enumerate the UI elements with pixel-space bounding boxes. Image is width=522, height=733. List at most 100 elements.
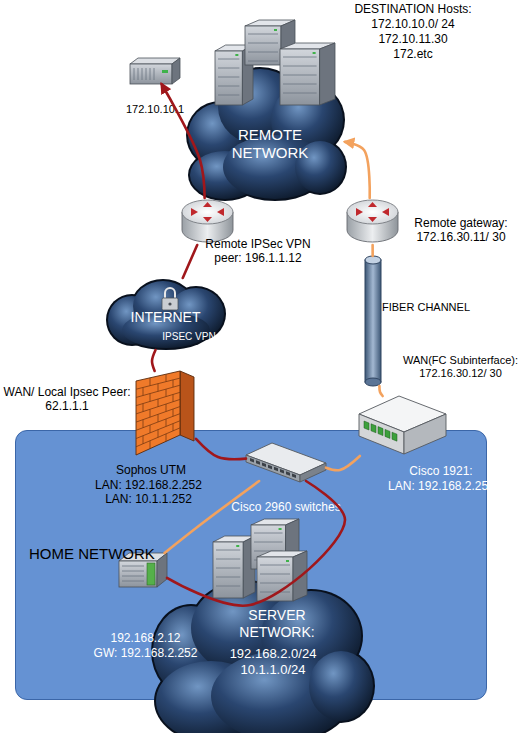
server-slot (248, 52, 278, 53)
brick-joint (173, 380, 174, 387)
router-icon: WAN(FC Subinterface): 172.16.30.12/ 30Ci… (359, 396, 446, 456)
server-front (257, 557, 293, 601)
fiber-link: FIBER CHANNEL (365, 256, 381, 386)
brick-joint (158, 414, 159, 422)
node-label: INTERNET (118, 309, 213, 326)
server-grille (138, 68, 139, 80)
status-led (236, 545, 239, 547)
tube-end (365, 256, 381, 264)
switch-port (286, 471, 290, 476)
status-led (274, 29, 277, 31)
server-slot (216, 577, 240, 578)
server-slot (216, 568, 240, 569)
server-slot (218, 68, 239, 69)
traffic-path (152, 350, 156, 371)
brick-joint (173, 394, 174, 401)
node-label: IPSEC VPN (150, 331, 228, 343)
server-slot (218, 86, 239, 87)
server-slot (216, 550, 240, 551)
tube-body (365, 260, 381, 382)
brick-joint (143, 404, 144, 412)
node-label: Sophos UTM (96, 463, 206, 477)
wall-front (136, 371, 180, 455)
server-panel (147, 563, 155, 585)
server-slot (218, 59, 239, 60)
port-module (371, 424, 376, 433)
server-slot (216, 559, 240, 560)
brick-joint (166, 419, 167, 426)
node-label: 172.10.10.1 (115, 103, 195, 116)
server-grille (134, 68, 135, 80)
node-outline (246, 441, 326, 481)
chassis-front (359, 414, 404, 454)
wall-side (180, 371, 194, 441)
server-slot (260, 592, 290, 593)
network-zone: HOME NETWORKWAN/ Local Ipsec Peer: 62.1.… (15, 430, 487, 700)
node-outline (130, 58, 180, 84)
port-module (392, 432, 397, 441)
brick-joint (166, 389, 167, 396)
host-list-label: 172.10.10.0/ 24 (345, 17, 481, 31)
node-label: 192.168.2.0/24 10.1.1.0/24 (213, 646, 333, 677)
server-grille (150, 68, 151, 80)
node-outline (136, 371, 196, 457)
server-slot (260, 574, 290, 575)
server-grille (142, 68, 143, 80)
server-side (157, 553, 167, 587)
brick-joint (150, 394, 151, 402)
router-arrow (191, 208, 198, 216)
brick-joint (143, 387, 144, 395)
brick-joint (150, 378, 151, 386)
server-side (293, 551, 307, 601)
server-slot (122, 571, 144, 572)
brick-joint (166, 434, 167, 441)
status-led (286, 560, 289, 562)
brick-joint (143, 436, 144, 444)
node-outline (365, 256, 381, 386)
port-module (364, 421, 369, 430)
server-front (280, 49, 320, 105)
server-slot (216, 586, 240, 587)
tube-end (365, 378, 381, 386)
traffic-path (379, 386, 382, 396)
server-slot (260, 565, 290, 566)
router-arrow (382, 208, 389, 216)
router-icon: Remote gateway: 172.16.30.11/ 30 (345, 198, 400, 245)
server-grille (154, 68, 155, 80)
cloud-puff (309, 651, 373, 721)
server-front (245, 26, 281, 65)
traffic-path (183, 245, 197, 278)
server-front (213, 542, 243, 598)
node-outline (359, 396, 446, 456)
brick-joint (173, 424, 174, 431)
server-slot (254, 542, 283, 543)
node-label: REMOTE NETWORK (215, 126, 325, 162)
node-label: WAN/ Local Ipsec Peer: 62.1.1.1 (1, 385, 133, 414)
node-label: LAN: 192.168.2.250 (384, 479, 499, 493)
router-icon: Remote IPSec VPN peer: 196.1.1.12 (180, 198, 235, 245)
brick-joint (150, 425, 151, 433)
server-slot (248, 34, 278, 35)
node-label: Remote gateway: 172.16.30.11/ 30 (402, 216, 520, 245)
status-led (313, 52, 316, 54)
server-top (130, 58, 180, 64)
node-label: FIBER CHANNEL (382, 301, 472, 314)
router-arrow (368, 202, 377, 207)
traffic-path (345, 142, 370, 198)
node-label: WAN(FC Subinterface): 172.16.30.12/ 30 (398, 354, 522, 380)
server-slot (122, 576, 144, 577)
lock-body (162, 298, 178, 310)
port-module (378, 427, 383, 436)
server-slot (260, 583, 290, 584)
switch-front (246, 455, 300, 482)
brick-joint (158, 399, 159, 407)
host-list-label: DESTINATION Hosts: (345, 2, 481, 16)
server-front (119, 561, 157, 587)
switch-port (274, 467, 278, 472)
switch-port (292, 474, 296, 479)
switch-port (280, 469, 284, 474)
status-led (235, 54, 238, 56)
server-slot (283, 66, 317, 67)
node-label: LAN: 192.168.2.252 LAN: 10.1.1.252 (91, 478, 206, 507)
